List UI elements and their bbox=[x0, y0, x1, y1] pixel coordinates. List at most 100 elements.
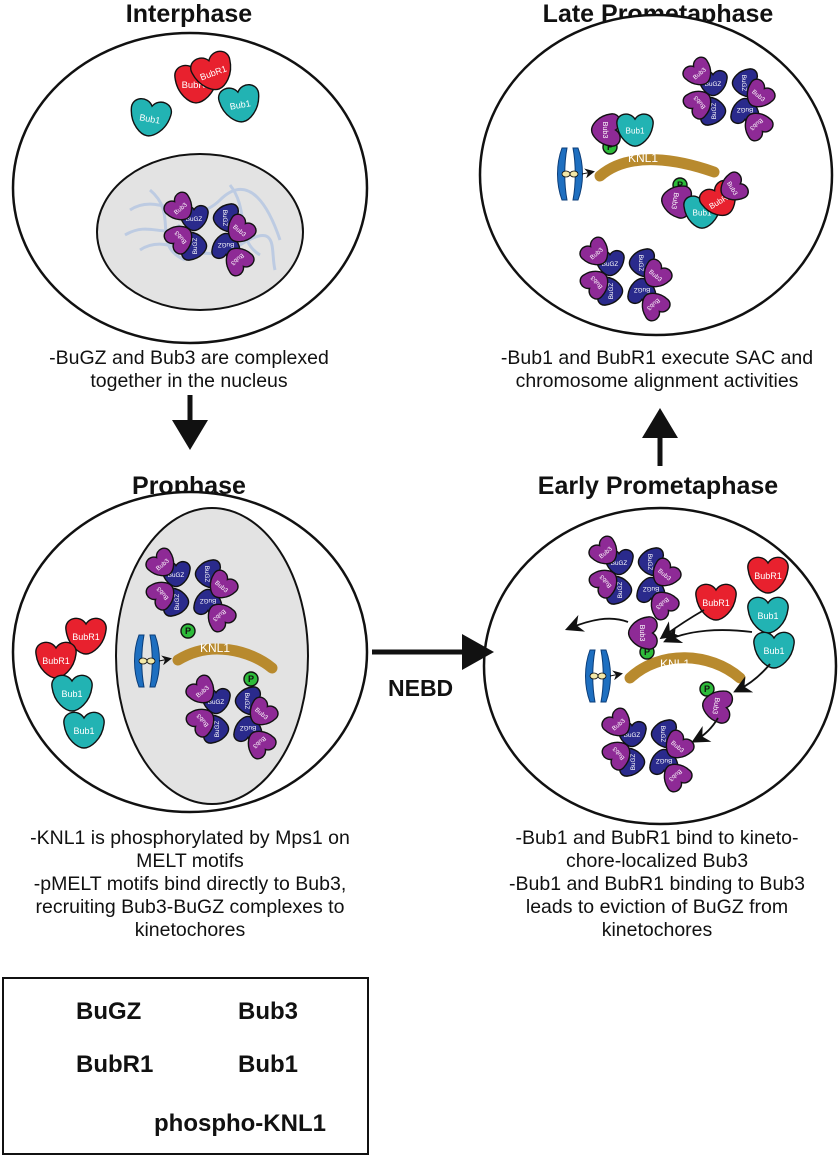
caption-line: together in the nucleus bbox=[90, 370, 288, 392]
caption-line: -KNL1 is phosphorylated by Mps1 on bbox=[30, 827, 350, 849]
protein-label: BuGZ bbox=[711, 103, 718, 120]
bub3-icon: Bub3 bbox=[650, 591, 680, 621]
bub1-icon: Bub1 bbox=[51, 674, 93, 712]
protein-label: Bub1 bbox=[626, 127, 645, 136]
transition-arrows bbox=[172, 395, 678, 670]
phospho-icon: P bbox=[699, 681, 715, 697]
protein-label: BuGZ bbox=[186, 216, 203, 223]
protein-label: BubR1 bbox=[72, 632, 100, 642]
protein-label: BuGZ bbox=[174, 594, 181, 611]
nebd-label: NEBD bbox=[388, 675, 454, 701]
bub3-icon: Bub3 bbox=[249, 696, 279, 726]
protein-label: BubR1 bbox=[754, 571, 782, 581]
protein-label: BuGZ bbox=[637, 255, 644, 272]
protein-label: BuGZ bbox=[705, 81, 722, 88]
prophase-caption: -KNL1 is phosphorylated by Mps1 on MELT … bbox=[0, 827, 380, 942]
protein-label: BuGZ bbox=[740, 75, 747, 92]
interphase-caption: -BuGZ and Bub3 are complexed together in… bbox=[0, 347, 378, 393]
phospho-label: P bbox=[644, 647, 650, 657]
protein-label: BuGZ bbox=[624, 732, 641, 739]
protein-label: Bub3 bbox=[601, 122, 610, 139]
bub3-icon: Bub3 bbox=[652, 557, 682, 587]
bubr1-icon: BubR1 bbox=[35, 641, 77, 679]
phospho-label: P bbox=[704, 684, 710, 694]
bub3-icon: Bub3 bbox=[744, 112, 774, 142]
caption-line: -BuGZ and Bub3 are complexed bbox=[49, 347, 329, 369]
bub1-icon: Bub1 bbox=[217, 84, 260, 123]
caption-line: recruiting Bub3-BuGZ complexes to bbox=[35, 896, 345, 918]
bub3-icon: Bub3 bbox=[145, 547, 175, 577]
protein-label: BuGZ bbox=[617, 582, 624, 599]
legend-label-bugz: BuGZ bbox=[76, 998, 142, 1025]
chromosome-icon bbox=[557, 147, 595, 201]
protein-label: BuGZ bbox=[200, 597, 217, 604]
knl1-label: KNL1 bbox=[200, 641, 230, 655]
protein-label: BubR1 bbox=[182, 80, 211, 91]
bub3-icon: Bub3 bbox=[643, 258, 673, 288]
bub1-icon: Bub1 bbox=[747, 596, 789, 634]
phospho-label: P bbox=[607, 142, 613, 152]
protein-label: BubR1 bbox=[702, 598, 730, 608]
early-prometaphase-caption: -Bub1 and BubR1 bind to kineto- chore-lo… bbox=[466, 827, 840, 942]
bub3-icon: Bub3 bbox=[746, 78, 776, 108]
protein-label: BuGZ bbox=[168, 572, 185, 579]
bub3-icon: Bub3 bbox=[579, 236, 609, 266]
protein-label: Bub3 bbox=[638, 625, 647, 642]
bub3-icon: Bub3 bbox=[641, 292, 671, 322]
protein-label: BuGZ bbox=[203, 566, 210, 583]
caption-line: chore-localized Bub3 bbox=[565, 850, 749, 872]
protein-label: BuGZ bbox=[214, 721, 221, 738]
phospho-label: P bbox=[248, 674, 254, 684]
protein-label: Bub1 bbox=[73, 726, 94, 736]
protein-label: BuGZ bbox=[602, 261, 619, 268]
phospho-icon: P bbox=[243, 671, 259, 687]
caption-line: kinetochores bbox=[134, 919, 246, 941]
protein-label: BuGZ bbox=[608, 283, 615, 300]
knl1-icon: KNL1 bbox=[594, 151, 720, 182]
knl1-label: KNL1 bbox=[628, 151, 658, 165]
knl1-icon: KNL1 bbox=[624, 652, 746, 684]
protein-label: BuGZ bbox=[659, 726, 666, 743]
movement-arrow bbox=[564, 614, 629, 632]
protein-label: BuGZ bbox=[630, 754, 637, 771]
bub3-icon: Bub3 bbox=[682, 90, 712, 120]
down-arrow bbox=[172, 395, 208, 450]
bub3-icon: Bub3 bbox=[665, 729, 695, 759]
legend-label-bub3: Bub3 bbox=[238, 998, 298, 1025]
protein-label: BuGZ bbox=[611, 560, 628, 567]
early-prometaphase-title: Early Prometaphase bbox=[537, 472, 779, 500]
bub3-icon: Bub3 bbox=[601, 707, 631, 737]
protein-label: BubR1 bbox=[42, 656, 70, 666]
protein-label: BuGZ bbox=[192, 238, 199, 255]
bubr1-icon: BubR1 bbox=[65, 617, 107, 655]
caption-line: MELT motifs bbox=[136, 850, 244, 872]
movement-arrow bbox=[691, 717, 719, 743]
bubr1-icon: BubR1 bbox=[190, 50, 232, 91]
chromosome-icon bbox=[134, 634, 172, 688]
legend-label-bubr1: BubR1 bbox=[76, 1051, 154, 1078]
up-arrow bbox=[642, 408, 678, 466]
protein-label: BuGZ bbox=[221, 210, 228, 227]
bub1-icon: Bub1 bbox=[130, 98, 173, 137]
bub3-icon: Bub3 bbox=[720, 171, 749, 201]
protein-label: Bub1 bbox=[763, 646, 784, 656]
caption-line: -Bub1 and BubR1 execute SAC and bbox=[500, 347, 814, 369]
bub3-icon: Bub3 bbox=[163, 191, 193, 221]
interphase-title: Interphase bbox=[125, 0, 253, 28]
bub3-icon: Bub3 bbox=[588, 535, 618, 565]
caption-line: -Bub1 and BubR1 binding to Bub3 bbox=[509, 873, 805, 895]
phospho-label: P bbox=[185, 626, 191, 636]
bub3-icon: Bub3 bbox=[579, 270, 609, 300]
knl1-icon: KNL1 bbox=[172, 641, 278, 674]
caption-line: -pMELT motifs bind directly to Bub3, bbox=[33, 873, 347, 895]
protein-label: BuGZ bbox=[240, 724, 257, 731]
phospho-icon: P bbox=[180, 623, 196, 639]
caption-line: leads to eviction of BuGZ from bbox=[525, 896, 789, 918]
legend-label-phospho-knl1: phospho-KNL1 bbox=[154, 1110, 326, 1137]
bubr1-icon: BubR1 bbox=[747, 556, 789, 594]
knl1-label: KNL1 bbox=[660, 657, 690, 671]
